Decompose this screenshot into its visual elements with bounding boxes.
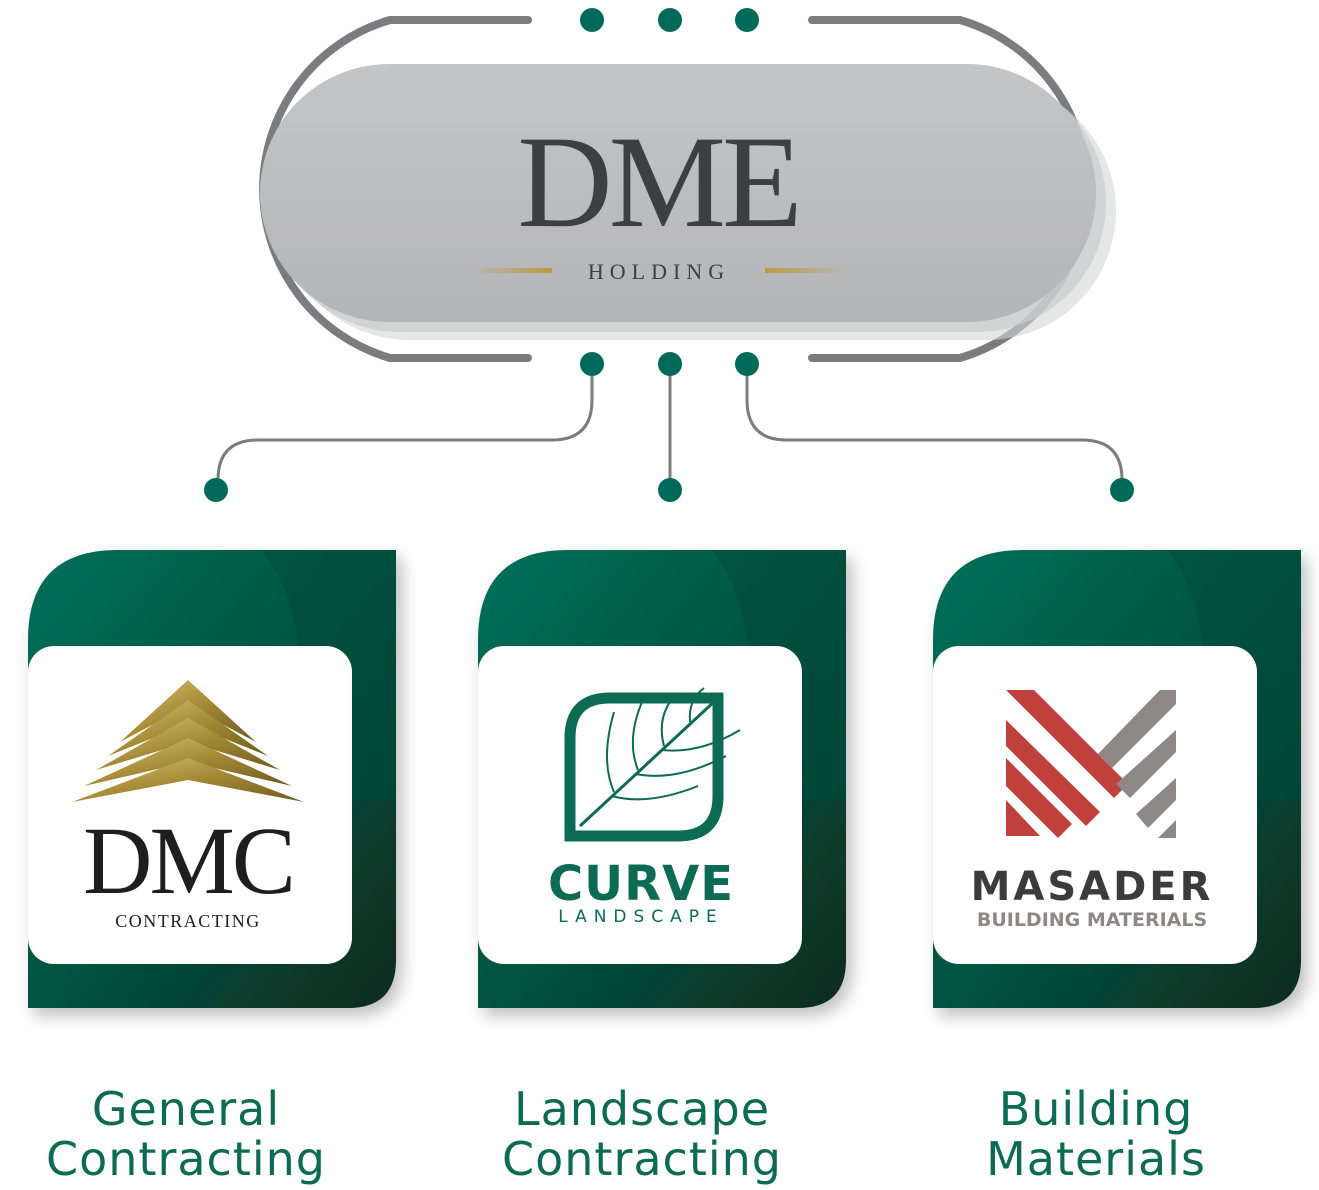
caption-line: Contracting (501, 1132, 782, 1186)
dmc-logo-text: DMC (83, 807, 293, 914)
m-stripes-icon (1006, 690, 1176, 838)
caption-line: Contracting (45, 1132, 326, 1186)
dmc-logo-sub: CONTRACTING (115, 911, 261, 931)
leaf-icon (564, 687, 741, 842)
connectors (216, 364, 1124, 490)
caption-building-materials: Building Materials (886, 1084, 1306, 1184)
holding-logo-text: DME (517, 108, 798, 255)
gold-rule-left (472, 268, 552, 273)
masader-logo-sub: BUILDING MATERIALS (977, 909, 1207, 931)
gold-rule-right (765, 268, 845, 273)
curve-logo-sub: LANDSCAPE (558, 907, 724, 927)
caption-line: Building (998, 1082, 1194, 1136)
masader-logo-text: MASADER (971, 864, 1214, 910)
company-card-dmc (28, 550, 396, 1008)
top-dots (580, 8, 759, 32)
caption-general-contracting: General Contracting (0, 1084, 396, 1184)
caption-line: General (91, 1082, 281, 1136)
caption-line: Materials (986, 1132, 1206, 1186)
caption-landscape-contracting: Landscape Contracting (432, 1084, 852, 1184)
roof-lines-icon (72, 680, 304, 802)
connector-dots (204, 352, 1134, 502)
caption-line: Landscape (513, 1082, 771, 1136)
company-card-curve (478, 550, 846, 1008)
holding-tagline: HOLDING (588, 259, 730, 284)
curve-logo-text: CURVE (548, 856, 734, 912)
holding-pill (260, 64, 1116, 340)
